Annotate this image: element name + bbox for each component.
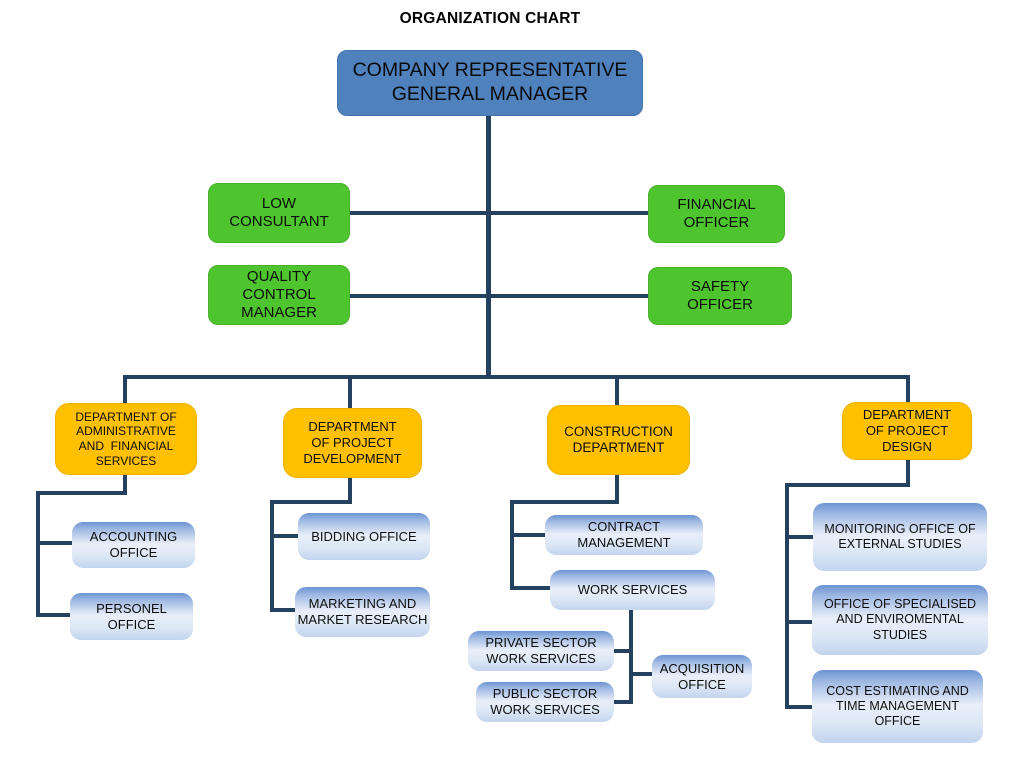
- node-public-sector-work-services: PUBLIC SECTOR WORK SERVICES: [476, 682, 614, 722]
- node-safety-officer: SAFETY OFFICER: [648, 267, 792, 325]
- node-quality-control-manager: QUALITY CONTROL MANAGER: [208, 265, 350, 325]
- node-private-sector-work-services: PRIVATE SECTOR WORK SERVICES: [468, 631, 614, 671]
- node-personel-office: PERSONEL OFFICE: [70, 593, 193, 640]
- connector-line: [610, 700, 633, 704]
- connector-line: [350, 294, 650, 298]
- chart-title: ORGANIZATION CHART: [399, 10, 581, 27]
- node-monitoring-external-studies: MONITORING OFFICE OF EXTERNAL STUDIES: [813, 503, 987, 571]
- node-contract-management: CONTRACT MANAGEMENT: [545, 515, 703, 555]
- connector-line: [906, 375, 910, 404]
- node-bidding-office: BIDDING OFFICE: [298, 513, 430, 560]
- connector-line: [486, 114, 491, 377]
- connector-line: [510, 500, 514, 590]
- connector-line: [123, 375, 910, 379]
- node-marketing-office: MARKETING AND MARKET RESEARCH: [295, 587, 430, 637]
- node-specialised-enviromental-studies: OFFICE OF SPECIALISED AND ENVIROMENTAL S…: [812, 585, 988, 655]
- connector-line: [36, 613, 72, 617]
- connector-line: [615, 375, 619, 407]
- connector-line: [36, 491, 127, 495]
- connector-line: [610, 649, 633, 653]
- connector-line: [785, 483, 789, 709]
- connector-line: [615, 473, 619, 504]
- connector-line: [36, 491, 40, 617]
- connector-line: [270, 534, 300, 538]
- connector-line: [510, 586, 554, 590]
- node-dept-project-design: DEPARTMENT OF PROJECT DESIGN: [842, 402, 972, 460]
- node-dept-construction: CONSTRUCTION DEPARTMENT: [547, 405, 690, 475]
- node-general-manager: COMPANY REPRESENTATIVE GENERAL MANAGER: [337, 50, 643, 116]
- connector-line: [906, 458, 910, 487]
- connector-line: [270, 500, 352, 504]
- node-accounting-office: ACCOUNTING OFFICE: [72, 522, 195, 568]
- node-financial-officer: FINANCIAL OFFICER: [648, 185, 785, 243]
- connector-line: [785, 620, 816, 624]
- connector-line: [629, 672, 655, 676]
- node-work-services: WORK SERVICES: [550, 570, 715, 610]
- node-dept-admin-financial: DEPARTMENT OF ADMINISTRATIVE AND FINANCI…: [55, 403, 197, 475]
- connector-line: [785, 535, 817, 539]
- node-dept-project-development: DEPARTMENT OF PROJECT DEVELOPMENT: [283, 408, 422, 478]
- connector-line: [348, 476, 352, 504]
- connector-line: [785, 483, 910, 487]
- connector-line: [510, 500, 619, 504]
- node-acquisition-office: ACQUISITION OFFICE: [652, 655, 752, 698]
- connector-line: [629, 608, 633, 704]
- connector-line: [123, 473, 127, 495]
- node-low-consultant: LOW CONSULTANT: [208, 183, 350, 243]
- node-cost-estimating-time-management: COST ESTIMATING AND TIME MANAGEMENT OFFI…: [812, 670, 983, 743]
- connector-line: [36, 541, 72, 545]
- connector-line: [348, 211, 650, 215]
- connector-line: [123, 375, 127, 405]
- connector-line: [348, 375, 352, 410]
- connector-line: [270, 500, 274, 612]
- connector-line: [785, 705, 816, 709]
- connector-line: [270, 608, 299, 612]
- connector-line: [510, 533, 549, 537]
